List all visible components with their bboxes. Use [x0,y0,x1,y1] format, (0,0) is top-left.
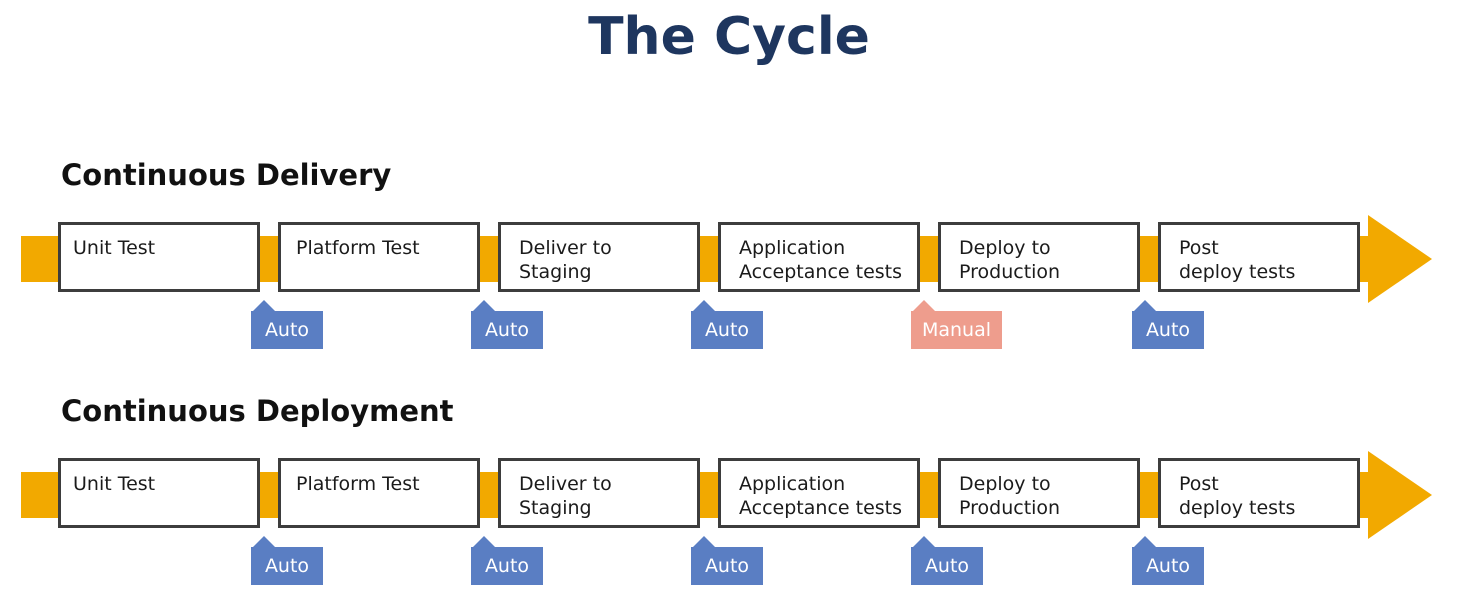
stage-deploy-to-production: Deploy to Production [938,458,1140,528]
stage-post-deploy-tests: Post deploy tests [1158,458,1360,528]
gate-auto-badge: Auto [1132,300,1204,349]
section-label: Continuous Deployment [61,394,454,428]
pipeline-arrowhead-icon [1368,451,1432,539]
gate-auto-badge: Auto [251,300,323,349]
stage-unit-test: Unit Test [58,222,260,292]
section-label: Continuous Delivery [61,158,392,192]
stage-platform-test: Platform Test [278,458,480,528]
gate-auto-badge: Auto [691,300,763,349]
page-title: The Cycle [588,7,870,67]
gate-auto-badge: Auto [471,300,543,349]
stage-application-acceptance-tests: Application Acceptance tests [718,458,920,528]
pipeline-arrowhead-icon [1368,215,1432,303]
gate-auto-badge: Auto [251,536,323,585]
gate-auto-badge: Auto [471,536,543,585]
stage-unit-test: Unit Test [58,458,260,528]
gate-manual-badge: Manual [911,300,1002,349]
stage-deliver-to-staging: Deliver to Staging [498,458,700,528]
gate-auto-badge: Auto [1132,536,1204,585]
stage-deploy-to-production: Deploy to Production [938,222,1140,292]
continuous-delivery-section: Continuous Delivery Unit Test Platform T… [0,150,1458,380]
stage-application-acceptance-tests: Application Acceptance tests [718,222,920,292]
gate-auto-badge: Auto [691,536,763,585]
stage-platform-test: Platform Test [278,222,480,292]
stage-deliver-to-staging: Deliver to Staging [498,222,700,292]
stage-post-deploy-tests: Post deploy tests [1158,222,1360,292]
gate-auto-badge: Auto [911,536,983,585]
continuous-deployment-section: Continuous Deployment Unit Test Platform… [0,386,1458,616]
